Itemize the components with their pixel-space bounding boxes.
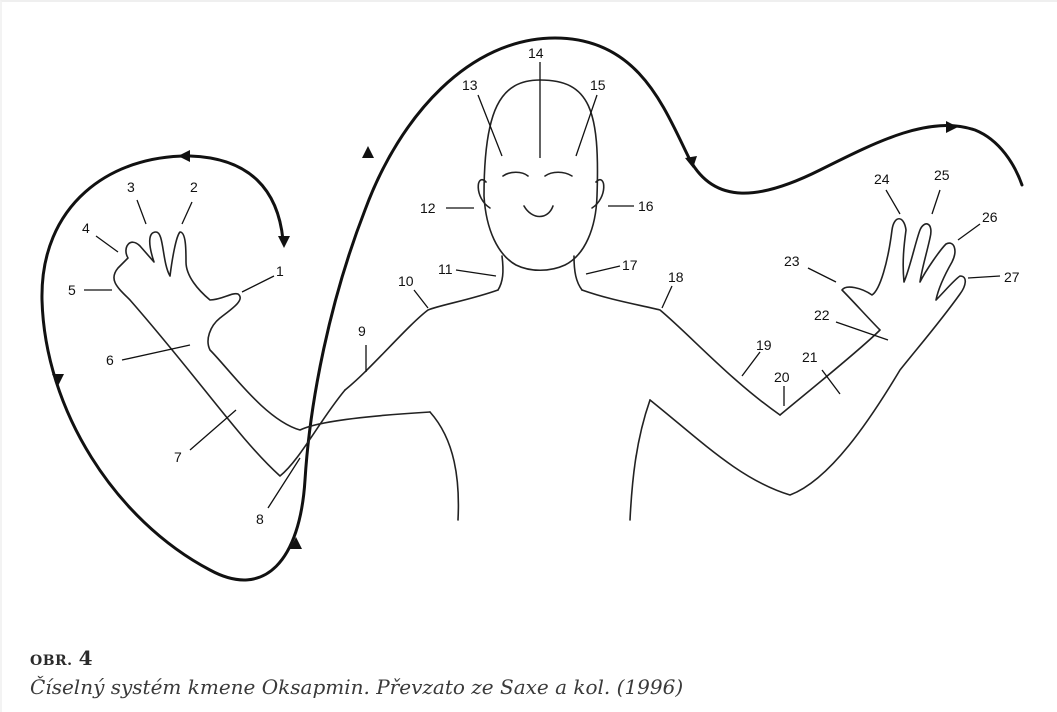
- torso-left: [430, 412, 458, 520]
- arrow-head-icon: [278, 236, 290, 248]
- right-eye: [545, 172, 572, 176]
- point-number: 27: [1004, 269, 1020, 285]
- leader-4: [96, 236, 118, 252]
- neck-left: [498, 256, 503, 290]
- point-number: 5: [68, 282, 76, 298]
- left-shoulder: [345, 290, 498, 390]
- leader-7: [190, 410, 236, 450]
- point-number: 20: [774, 369, 790, 385]
- leader-27: [968, 276, 1000, 278]
- torso-right: [630, 400, 650, 520]
- point-number: 17: [622, 257, 638, 273]
- point-number: 25: [934, 167, 950, 183]
- arrow-head-icon: [178, 150, 190, 162]
- leader-1: [242, 276, 274, 292]
- point-number: 26: [982, 209, 998, 225]
- point-number: 16: [638, 198, 654, 214]
- neck-right: [574, 256, 582, 290]
- leader-24: [886, 190, 900, 214]
- point-number: 7: [174, 449, 182, 465]
- point-number: 13: [462, 77, 478, 93]
- point-number: 18: [668, 269, 684, 285]
- figure-label: OBR. 4: [30, 646, 93, 670]
- figure-label-word: OBR.: [30, 653, 73, 669]
- mouth: [524, 206, 553, 217]
- point-number: 12: [420, 200, 436, 216]
- leader-3: [137, 200, 146, 224]
- left-eye: [503, 172, 528, 176]
- point-number: 19: [756, 337, 772, 353]
- arrow-head-icon: [946, 121, 958, 133]
- point-number: 14: [528, 45, 544, 61]
- leader-25: [932, 190, 940, 214]
- point-number: 23: [784, 253, 800, 269]
- leader-10: [414, 290, 428, 308]
- point-number: 24: [874, 171, 890, 187]
- leader-17: [586, 266, 620, 274]
- leader-8: [268, 458, 300, 508]
- point-number: 3: [127, 179, 135, 195]
- point-number: 8: [256, 511, 264, 527]
- right-shoulder: [582, 290, 780, 415]
- leader-lines: [84, 62, 1000, 508]
- head-outline: [484, 80, 597, 270]
- point-number: 4: [82, 220, 90, 236]
- arrow-head-icon: [362, 146, 374, 158]
- point-number: 2: [190, 179, 198, 195]
- point-number: 22: [814, 307, 830, 323]
- leader-22: [836, 322, 888, 340]
- point-number: 6: [106, 352, 114, 368]
- path-arrows: [52, 121, 958, 549]
- oksapmin-body-diagram: 1 2 3 4 5 6 7 8 9 10 11 12 13 14 15 16 1…: [0, 0, 1057, 640]
- point-numbers: 1 2 3 4 5 6 7 8 9 10 11 12 13 14 15 16 1…: [68, 45, 1020, 527]
- point-number: 1: [276, 263, 284, 279]
- point-number: 15: [590, 77, 606, 93]
- figure-caption: Číselný systém kmene Oksapmin. Převzato …: [30, 675, 683, 699]
- counting-path: [42, 38, 1022, 580]
- leader-11: [456, 270, 496, 276]
- leader-19: [742, 352, 760, 376]
- leader-2: [182, 202, 192, 224]
- point-number: 10: [398, 273, 414, 289]
- leader-6: [122, 345, 190, 360]
- counting-path-curve: [42, 38, 1022, 580]
- figure-label-number: 4: [79, 646, 93, 670]
- point-number: 11: [438, 261, 453, 277]
- leader-18: [662, 286, 672, 308]
- point-number: 21: [802, 349, 818, 365]
- point-number: 9: [358, 323, 366, 339]
- leader-26: [958, 224, 980, 240]
- leader-23: [808, 268, 836, 282]
- arrow-head-icon: [52, 374, 64, 386]
